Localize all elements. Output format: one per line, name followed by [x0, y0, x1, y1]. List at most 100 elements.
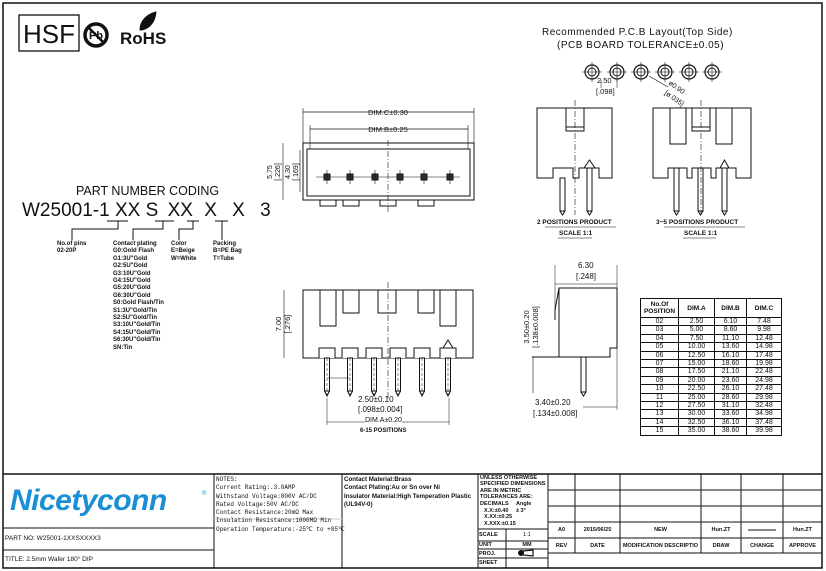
tolerance-line: ARE IN METRIC	[480, 487, 522, 494]
two-positions-scale: SCALE 1:1	[559, 230, 593, 237]
plating-option: G0:Gold Flash	[113, 248, 155, 255]
table-cell: 39.98	[746, 426, 782, 436]
table-cell: 35.00	[678, 426, 715, 436]
table-cell: 09	[640, 375, 679, 386]
pcb-layout-title: Recommended P.C.B Layout(Top Side)	[542, 27, 733, 38]
decimal-line: X.XX:±0.25	[484, 514, 513, 521]
table-cell: 19.98	[746, 359, 782, 369]
plating-option: S3:10U"Gold/Tin	[113, 322, 161, 329]
plating-option: G5:20U"Gold	[113, 285, 151, 292]
side-height-in: [.138±0.008]	[531, 306, 540, 348]
table-cell: 36.10	[714, 417, 747, 428]
company-logo: Nicetyconn	[10, 484, 167, 517]
note-line: Insulation Resistance:1000MΩ Min	[216, 517, 332, 525]
table-cell: 9.98	[746, 325, 782, 335]
header-date: DATE	[590, 542, 605, 549]
table-cell: 17.50	[678, 367, 715, 377]
table-cell: 06	[640, 350, 679, 361]
table-cell: 05	[640, 342, 679, 352]
table-cell: 15	[640, 426, 679, 436]
table-cell: 02	[640, 316, 679, 327]
table-cell: 28.60	[714, 392, 747, 403]
projection-symbol-icon	[518, 549, 534, 557]
front-pitch: 2.50±0.10	[358, 395, 394, 404]
table-cell: 26.10	[714, 384, 747, 394]
header-rev: REV	[555, 542, 568, 549]
table-cell: 04	[640, 333, 679, 344]
table-cell: 6.10	[714, 316, 747, 327]
proj-label: PROJ.	[479, 550, 496, 557]
part-coding-title: PART NUMBER CODING	[76, 184, 220, 198]
table-cell: 5.00	[678, 325, 715, 335]
part-code: W25001-1 XX S XX X X 3	[22, 200, 271, 222]
code-pins: XX	[114, 200, 141, 221]
material-line: Contact Plating:Au or Sn over Ni	[344, 484, 440, 492]
table-cell: 32.48	[746, 401, 782, 411]
col-header-dim-c: DIM.C	[746, 298, 782, 318]
decimal-line: X.X:±0.40	[484, 507, 509, 514]
part-number: PART NO: W25001-1XXSXXXX3	[5, 535, 101, 542]
table-cell: 18.60	[714, 359, 747, 369]
registered-icon: ®	[202, 491, 207, 497]
plating-option: S1:3U"Gold/Tin	[113, 307, 158, 314]
plating-option: G6:30U"Gold	[113, 292, 151, 299]
plating-option: S0:Gold Flash/Tin	[113, 300, 164, 307]
side-tail: 3.40±0.20	[535, 398, 571, 407]
front-view-pins	[318, 347, 457, 398]
height-430-in: [.169]	[293, 163, 300, 181]
col-header-position: No.Of POSITION	[640, 298, 679, 318]
table-cell: 22.48	[746, 367, 782, 377]
table-cell: 15.00	[678, 359, 715, 369]
table-cell: 13.60	[714, 342, 747, 352]
pin-icon	[413, 347, 431, 398]
front-pitch-in: [.098±0.004]	[358, 405, 403, 414]
side-width-in: [.248]	[576, 272, 597, 281]
table-cell: 14.98	[746, 342, 782, 352]
note-line: Operation Temperature:-25℃ to +85℃	[216, 525, 345, 533]
leaf-icon	[139, 11, 157, 31]
table-cell: 12.50	[678, 350, 715, 361]
side-tail-in: [.134±0.008]	[533, 409, 578, 418]
coding-leaders	[71, 220, 228, 240]
pb-free-icon: Pb	[83, 22, 109, 48]
table-cell: 10	[640, 384, 679, 394]
material-line: Contact Material:Brass	[344, 476, 412, 483]
pcb-hole-icon	[655, 62, 675, 82]
decimal-line: X.XXX:±0.15	[484, 520, 516, 527]
header-draw: DRAW	[712, 542, 730, 549]
code-color: X	[204, 200, 217, 221]
table-cell: 22.50	[678, 384, 715, 394]
note-line: Current Rating:.3.0AMP	[216, 484, 296, 492]
dim-b-label: DIM.B±0.25	[368, 125, 408, 134]
table-cell: 24.98	[746, 375, 782, 386]
material-line: (UL94V-0)	[344, 500, 373, 508]
table-cell: 07	[640, 359, 679, 369]
change-value	[741, 522, 783, 538]
table-cell: 37.48	[746, 417, 782, 428]
plating-option: G3:10U"Gold	[113, 270, 151, 277]
tolerance-line: TOLERANCES ARE:	[480, 493, 533, 500]
note-line: Contact Resistance:20mΩ Max	[216, 509, 314, 517]
table-cell: 30.00	[678, 409, 715, 419]
table-cell: 16.10	[714, 350, 747, 361]
code-suffix: 3	[260, 200, 271, 221]
table-cell: 11	[640, 392, 679, 403]
dim-a-label: DIM.A±0.20	[365, 417, 402, 426]
plating-option: S4:15U"Gold/Tin	[113, 329, 161, 336]
side-width: 6.30	[578, 261, 594, 270]
table-cell: 34.98	[746, 409, 782, 419]
pcb-hole-icon	[582, 62, 602, 82]
col-header-dim-b: DIM.B	[714, 298, 747, 318]
angle-tolerance: Angle± 3°	[516, 501, 532, 514]
pin-icon	[389, 347, 407, 398]
plating-option: G2:5U"Gold	[113, 263, 148, 270]
